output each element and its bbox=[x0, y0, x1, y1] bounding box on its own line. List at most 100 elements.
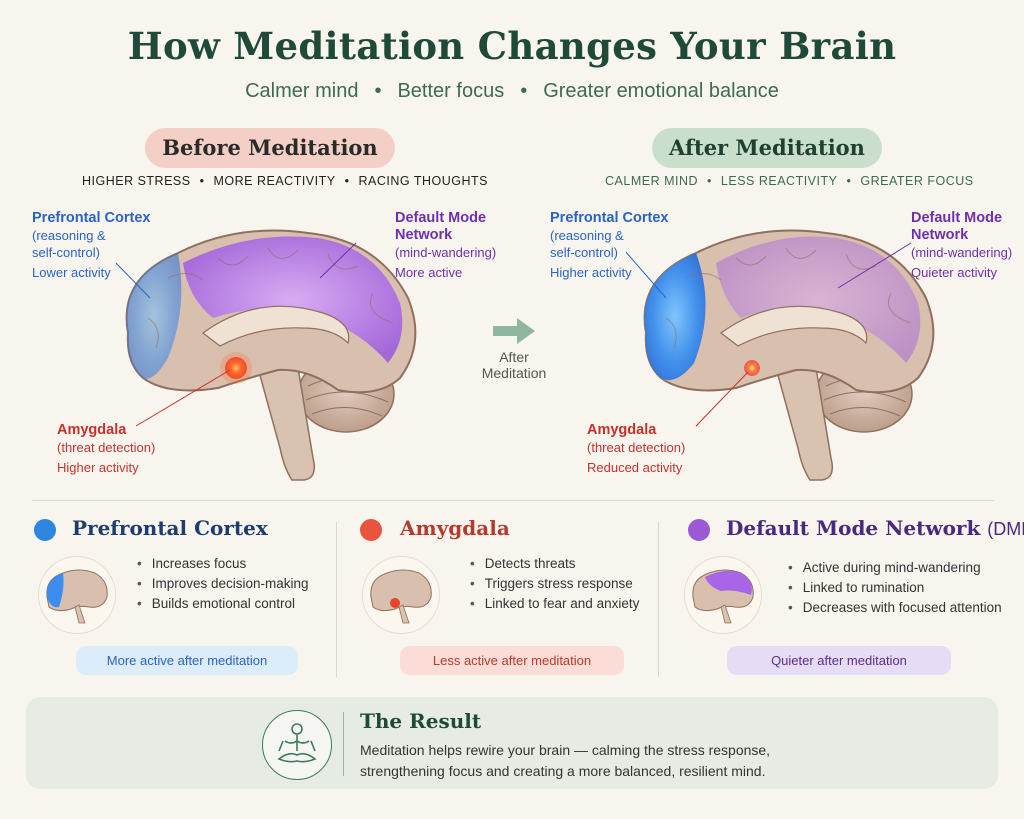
after-pfc-label: Prefrontal Cortex (reasoning & self-cont… bbox=[550, 210, 668, 281]
card-title-text: Amygdala bbox=[400, 516, 510, 540]
label-title: Amygdala bbox=[587, 422, 657, 438]
brain-icon bbox=[370, 569, 432, 624]
list-item: Triggers stress response bbox=[470, 576, 639, 591]
tag: HIGHER STRESS bbox=[82, 174, 191, 188]
label-state: Quieter activity bbox=[911, 265, 997, 280]
amygdala-status-badge: Less active after meditation bbox=[400, 646, 624, 675]
gyri-folds bbox=[665, 247, 912, 349]
label-title: Default Mode bbox=[911, 210, 1003, 226]
label-desc: (mind-wandering) bbox=[395, 245, 497, 260]
transition-label: After bbox=[499, 349, 529, 365]
label-state: Reduced activity bbox=[587, 460, 683, 475]
list-item: Linked to rumination bbox=[788, 580, 1002, 595]
bullet-separator: • bbox=[199, 174, 205, 188]
meditation-icon bbox=[262, 710, 332, 780]
amygdala-pointer-line bbox=[695, 371, 749, 427]
label-desc: (mind-wandering) bbox=[911, 245, 1013, 260]
amygdala-card-title: Amygdala bbox=[400, 516, 510, 540]
pfc-thumbnail bbox=[38, 556, 116, 634]
amygdala-thumbnail bbox=[362, 556, 440, 634]
label-desc: (reasoning & bbox=[550, 228, 624, 243]
label-title: Prefrontal Cortex bbox=[550, 210, 669, 226]
bullet-separator: • bbox=[707, 174, 712, 188]
label-desc: self-control) bbox=[32, 245, 100, 260]
amygdala-pointer-line bbox=[135, 369, 231, 427]
column-divider bbox=[336, 522, 337, 677]
pfc-color-dot bbox=[34, 519, 56, 541]
amygdala-color-dot bbox=[360, 519, 382, 541]
result-title: The Result bbox=[360, 709, 482, 733]
after-tags: CALMER MIND • LESS REACTIVITY • GREATER FOCU… bbox=[605, 174, 974, 188]
list-item: Improves decision-making bbox=[137, 576, 309, 591]
bullet-separator: • bbox=[520, 80, 528, 102]
before-tags: HIGHER STRESS • MORE REACTIVITY • RACING THO… bbox=[82, 174, 488, 188]
list-item: Detects threats bbox=[470, 556, 639, 571]
brain-after-illustration bbox=[626, 229, 935, 481]
tag: MORE REACTIVITY bbox=[213, 174, 336, 188]
amygdala-marker bbox=[225, 357, 247, 379]
subtitle-item: Better focus bbox=[397, 80, 505, 102]
label-desc: self-control) bbox=[550, 245, 618, 260]
label-state: Higher activity bbox=[550, 265, 632, 280]
label-title: Prefrontal Cortex bbox=[32, 210, 151, 226]
before-dmn-label: Default Mode Network (mind-wandering) Mo… bbox=[395, 210, 496, 281]
gyri-folds bbox=[147, 247, 394, 349]
corpus-callosum bbox=[201, 305, 350, 347]
label-title: Default Mode bbox=[395, 210, 487, 226]
pfc-status-badge: More active after meditation bbox=[76, 646, 298, 675]
label-state: Lower activity bbox=[32, 265, 111, 280]
bullet-separator: • bbox=[846, 174, 852, 188]
section-divider bbox=[32, 500, 994, 501]
list-item: Decreases with focused attention bbox=[788, 600, 1002, 615]
brain-icon bbox=[692, 569, 754, 624]
brain-before-illustration bbox=[115, 229, 417, 481]
before-amygdala-label: Amygdala (threat detection) Higher activ… bbox=[57, 422, 155, 476]
column-divider bbox=[658, 522, 659, 677]
card-title-text: Default Mode Network bbox=[726, 516, 981, 540]
result-separator bbox=[343, 712, 344, 776]
bullet-separator: • bbox=[374, 80, 382, 102]
transition-arrow: After Meditation bbox=[478, 316, 550, 381]
label-state: More active bbox=[395, 265, 463, 280]
dmn-card-title: Default Mode Network (DMN) bbox=[726, 516, 1024, 540]
before-pfc-label: Prefrontal Cortex (reasoning & self-cont… bbox=[32, 210, 150, 281]
tag: LESS REACTIVITY bbox=[720, 174, 838, 188]
list-item: Active during mind-wandering bbox=[788, 560, 1002, 575]
after-dmn-label: Default Mode Network (mind-wandering) Qu… bbox=[911, 210, 1012, 281]
after-meditation-pill: After Meditation bbox=[652, 128, 882, 168]
pfc-pointer-line bbox=[626, 251, 667, 299]
bullet-separator: • bbox=[344, 174, 350, 188]
pfc-bullet-list: Increases focus Improves decision-making… bbox=[137, 556, 309, 616]
result-panel bbox=[26, 697, 998, 789]
result-line: strengthening focus and creating a more … bbox=[360, 763, 766, 779]
corpus-callosum bbox=[719, 305, 868, 347]
amygdala-glow bbox=[220, 352, 252, 384]
card-title-text: Prefrontal Cortex bbox=[72, 516, 268, 540]
brain-icon bbox=[46, 569, 108, 624]
label-state: Higher activity bbox=[57, 460, 139, 475]
tag: RACING THOUGHTS bbox=[358, 174, 488, 188]
label-desc: (reasoning & bbox=[32, 228, 106, 243]
dmn-thumbnail bbox=[684, 556, 762, 634]
tag: CALMER MIND bbox=[605, 174, 699, 188]
tag: GREATER FOCUS bbox=[860, 174, 974, 188]
dmn-status-badge: Quieter after meditation bbox=[727, 646, 951, 675]
transition-label: Meditation bbox=[481, 365, 547, 381]
result-line: Meditation helps rewire your brain — cal… bbox=[360, 742, 771, 758]
right-arrow-icon bbox=[493, 318, 535, 344]
after-amygdala-label: Amygdala (threat detection) Reduced acti… bbox=[587, 422, 685, 476]
card-title-suffix: (DMN) bbox=[987, 519, 1024, 539]
page-title: How Meditation Changes Your Brain bbox=[127, 24, 897, 68]
label-title: Network bbox=[395, 227, 453, 243]
list-item: Linked to fear and anxiety bbox=[470, 596, 640, 611]
default-mode-network-region bbox=[183, 236, 403, 363]
pfc-card-title: Prefrontal Cortex bbox=[72, 516, 268, 540]
before-meditation-pill: Before Meditation bbox=[145, 128, 395, 168]
subtitle-item: Greater emotional balance bbox=[543, 80, 779, 102]
pfc-pointer-line bbox=[115, 262, 151, 299]
dmn-color-dot bbox=[688, 519, 710, 541]
list-item: Builds emotional control bbox=[137, 596, 309, 611]
label-desc: (threat detection) bbox=[587, 440, 686, 455]
prefrontal-cortex-region bbox=[126, 253, 182, 379]
amygdala-bullet-list: Detects threats Triggers stress response… bbox=[470, 556, 640, 616]
